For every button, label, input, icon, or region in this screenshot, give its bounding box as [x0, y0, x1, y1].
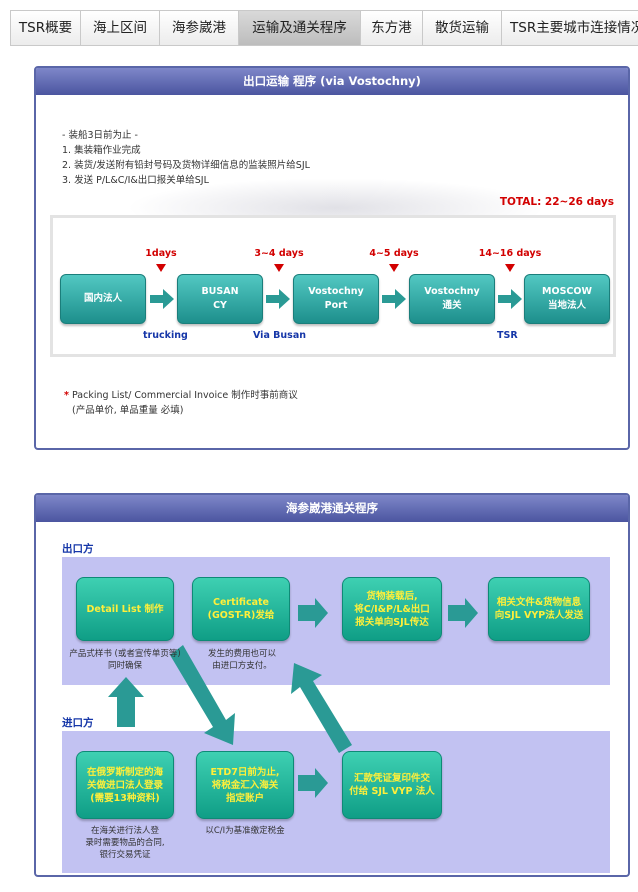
- node-label: 在俄罗斯制定的海: [86, 766, 163, 778]
- flow-arrows: [108, 598, 478, 798]
- node-label: ETD7日前为止,: [210, 766, 280, 778]
- import-note: 在海关进行法人登 录时需要物品的合同, 银行交易凭证: [70, 825, 180, 861]
- note-star: *: [64, 390, 69, 401]
- mode-label-tsr: TSR: [497, 330, 518, 341]
- diagonal-up-arrow-icon: [291, 663, 352, 753]
- node-label: CY: [213, 300, 227, 311]
- node-label: BUSAN: [201, 286, 239, 297]
- node-label: Certificate: [213, 597, 269, 608]
- node-importer-registration: 在俄罗斯制定的海关做进口法人登录(需要13种资料): [76, 751, 174, 819]
- tab-sea-section[interactable]: 海上区间: [80, 11, 159, 45]
- down-marker-icon: [389, 264, 399, 272]
- node-label: 关做进口法人登录: [86, 779, 163, 791]
- export-side-label: 出口方: [62, 543, 94, 555]
- days-label: 4~5 days: [369, 248, 419, 259]
- node-label: 通关: [442, 300, 462, 311]
- note-line: 由进口方支付。: [212, 661, 272, 671]
- down-marker-icon: [274, 264, 284, 272]
- node-label: Vostochny: [308, 286, 364, 297]
- node-label: 报关单向SJL传达: [355, 616, 429, 628]
- intro-line: 3. 发送 P/L&C/I&出口报关单给SJL: [62, 175, 209, 186]
- node-label: Port: [324, 300, 348, 311]
- note-line: 产品式样书 (或者宣传单页等): [69, 649, 181, 659]
- days-label: 3~4 days: [254, 248, 304, 259]
- import-side-label: 进口方: [62, 717, 94, 729]
- note-line: 同时确保: [107, 661, 142, 671]
- node-label: 汇款凭证复印件交: [353, 773, 430, 784]
- intro-line: 2. 装货/发送附有铅封号码及货物详细信息的监装照片给SJL: [62, 160, 310, 171]
- days-label: 1days: [145, 248, 177, 259]
- right-arrow-icon: [498, 289, 522, 309]
- right-arrow-icon: [298, 768, 328, 798]
- export-note: 产品式样书 (或者宣传单页等) 同时确保: [66, 648, 184, 672]
- tab-bulk-cargo[interactable]: 散货运输: [422, 11, 501, 45]
- import-note: 以C/I为基准缴定税金: [194, 825, 296, 837]
- intro-line: - 装船3日前为止 -: [62, 130, 138, 141]
- note-line: 以C/I为基准缴定税金: [205, 826, 285, 836]
- tab-tsr-cities[interactable]: TSR主要城市连接情况: [501, 11, 638, 45]
- node-label: 相关文件&货物信息: [496, 597, 582, 608]
- mode-label-trucking: trucking: [143, 330, 188, 341]
- mode-label-via-busan: Via Busan: [253, 330, 306, 341]
- node-busan-cy: BUSAN CY: [177, 274, 263, 324]
- node-label: 付给 SJL VYP 法人: [349, 786, 435, 797]
- note-line: 发生的费用也可以: [207, 649, 276, 659]
- note-line: 银行交易凭证: [99, 850, 151, 860]
- down-marker-icon: [156, 264, 166, 272]
- node-certificate: Certificate (GOST-R)发给: [192, 577, 290, 641]
- node-label: 国内法人: [83, 293, 122, 304]
- packing-note: * Packing List/ Commercial Invoice 制作时事前…: [64, 388, 298, 403]
- note-text: Packing List/ Commercial Invoice 制作时事前商议: [72, 390, 298, 401]
- days-label: 14~16 days: [478, 248, 542, 259]
- total-days: TOTAL: 22~26 days: [499, 196, 614, 208]
- node-label: 向SJL VYP法人发送: [494, 610, 584, 621]
- panel-title: 海参崴港通关程序: [36, 495, 628, 522]
- node-moscow-entity: MOSCOW 当地法人: [524, 274, 610, 324]
- right-arrow-icon: [266, 289, 290, 309]
- node-vostochny-customs: Vostochny 通关: [409, 274, 495, 324]
- tab-vostochny-port[interactable]: 东方港: [360, 11, 422, 45]
- node-after-loading: 货物装载后,将C/I&P/L&出口报关单向SJL传达: [342, 577, 442, 641]
- node-label: 货物装载后,: [366, 590, 418, 602]
- right-arrow-icon: [150, 289, 174, 309]
- node-label: 将税金汇入海关: [211, 779, 279, 791]
- right-arrow-icon: [298, 598, 328, 628]
- node-label: 当地法人: [547, 300, 586, 311]
- right-arrow-icon: [382, 289, 406, 309]
- node-domestic-entity: 国内法人: [60, 274, 146, 324]
- node-pay-tax: ETD7日前为止,将税金汇入海关指定账户: [196, 751, 294, 819]
- node-label: 将C/I&P/L&出口: [354, 603, 430, 615]
- note-line: 录时需要物品的合同,: [85, 838, 165, 848]
- tab-tsr-overview[interactable]: TSR概要: [10, 11, 80, 45]
- node-label: (GOST-R)发给: [207, 610, 275, 621]
- node-remittance-proof: 汇款凭证复印件交付给 SJL VYP 法人: [342, 751, 442, 819]
- node-label: Detail List 制作: [86, 603, 164, 615]
- note-line: 在海关进行法人登: [90, 826, 159, 836]
- down-marker-icon: [505, 264, 515, 272]
- panel-title: 出口运输 程序 (via Vostochny): [36, 68, 628, 95]
- packing-note-sub: (产品单价, 单品重量 必填): [72, 405, 184, 416]
- tab-transport-customs[interactable]: 运输及通关程序: [238, 11, 360, 45]
- tab-bar: TSR概要 海上区间 海参崴港 运输及通关程序 东方港 散货运输 TSR主要城市…: [10, 10, 638, 46]
- flow-diagram: 1days 3~4 days 4~5 days 14~16 days 国内法人 …: [50, 215, 616, 357]
- export-note: 发生的费用也可以 由进口方支付。: [196, 648, 288, 672]
- node-detail-list: Detail List 制作: [76, 577, 174, 641]
- node-label: MOSCOW: [542, 286, 592, 297]
- up-arrow-icon: [108, 677, 144, 727]
- node-send-documents: 相关文件&货物信息向SJL VYP法人发送: [488, 577, 590, 641]
- intro-line: 1. 集装箱作业完成: [62, 145, 141, 156]
- node-label: 指定账户: [225, 792, 264, 804]
- node-label: (需要13种资料): [90, 792, 160, 804]
- right-arrow-icon: [448, 598, 478, 628]
- export-transport-panel: 出口运输 程序 (via Vostochny) - 装船3日前为止 - 1. 集…: [34, 66, 630, 450]
- tab-vladivostok-port[interactable]: 海参崴港: [159, 11, 238, 45]
- node-label: Vostochny: [424, 286, 480, 297]
- diagonal-down-arrow-icon: [170, 645, 235, 745]
- customs-procedure-panel: 海参崴港通关程序 出口方 进口方 Detail List 制作 Certific…: [34, 493, 630, 877]
